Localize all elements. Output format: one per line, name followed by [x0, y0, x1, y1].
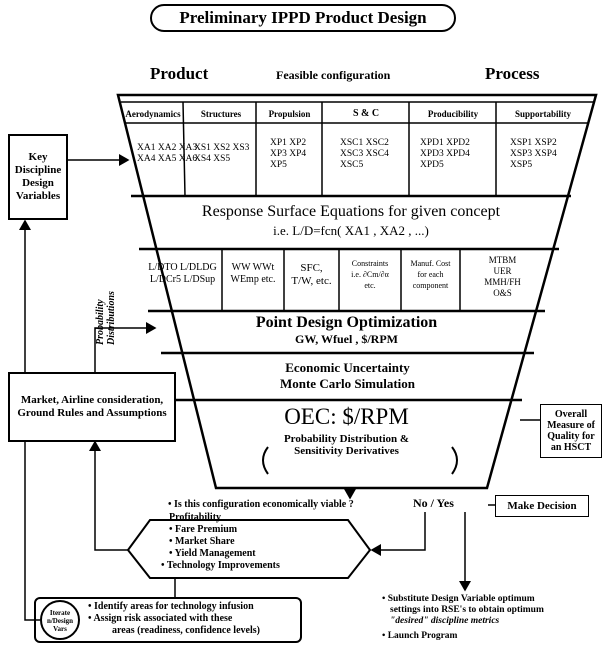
header-product: Product — [150, 64, 209, 83]
oec-title: OEC: $/RPM — [284, 404, 409, 429]
profitability-item: • Fare Premium — [169, 524, 238, 535]
discipline-supportability: Supportability — [514, 109, 572, 119]
make-decision-text: Make Decision — [507, 500, 577, 512]
substitute-line: settings into RSE's to obtain optimum — [390, 605, 544, 615]
economic-line2: Monte Carlo Simulation — [279, 376, 416, 391]
profitability-list: Profitability • Fare Premium • Market Sh… — [161, 512, 280, 572]
rse-band: Response Surface Equations for given con… — [131, 203, 571, 239]
substitute-line: • Substitute Design Variable optimum — [382, 594, 535, 604]
profitability-title: Profitability — [169, 512, 222, 523]
key-variables-text: Key Discipline Design Variables — [14, 151, 62, 202]
make-decision-box: Make Decision — [495, 495, 589, 517]
viability-question: • Is this configuration economically via… — [168, 499, 354, 510]
iterate-label: Iterate n/Design Vars — [46, 609, 74, 633]
discipline-s-and-c: S & C — [352, 108, 380, 119]
point-design-subtitle: GW, Wfuel , $/RPM — [294, 332, 398, 346]
rse-title: Response Surface Equations for given con… — [201, 203, 501, 220]
tech-infusion-item: • Assign risk associated with these — [88, 613, 233, 624]
economic-line1: Economic Uncertainty — [285, 360, 410, 375]
oec-line2: Sensitivity Derivatives — [294, 445, 399, 457]
tech-infusion-item: • Identify areas for technology infusion — [88, 601, 254, 612]
page-title-text: Preliminary IPPD Product Design — [179, 8, 427, 27]
economic-band: Economic Uncertainty Monte Carlo Simulat… — [161, 360, 534, 392]
no-yes-label: No / Yes — [413, 496, 454, 510]
profitability-item: • Market Share — [169, 536, 235, 547]
overall-measure-text: Overall Measure of Quality for an HSCT — [547, 409, 595, 453]
discipline-producibility: Producibility — [427, 109, 479, 119]
page-title: Preliminary IPPD Product Design — [150, 4, 456, 32]
point-design-title: Point Design Optimization — [255, 314, 438, 331]
point-design-band: Point Design Optimization GW, Wfuel , $/… — [148, 314, 545, 347]
tech-infusion-item: areas (readiness, confidence levels) — [112, 625, 260, 636]
discipline-structures: Structures — [200, 109, 242, 119]
market-assumptions-text: Market, Airline consideration, Ground Ru… — [17, 394, 167, 419]
metric-sfc: SFC,T/W, etc. — [291, 262, 332, 287]
profitability-item: • Yield Management — [169, 548, 256, 559]
profitability-item: • Technology Improvements — [161, 560, 280, 571]
iterate-circle — [40, 600, 80, 640]
funnel-outline — [116, 93, 598, 490]
market-assumptions-box: Market, Airline consideration, Ground Ru… — [8, 372, 176, 442]
key-variables-box: Key Discipline Design Variables — [8, 134, 68, 220]
tech-infusion-box — [34, 597, 302, 643]
substitute-line: "desired" discipline metrics — [390, 616, 500, 626]
launch-program: • Launch Program — [382, 631, 458, 641]
overall-measure-box: Overall Measure of Quality for an HSCT — [540, 404, 602, 458]
tech-infusion-list: • Identify areas for technology infusion… — [88, 601, 260, 637]
discipline-propulsion: Propulsion — [268, 109, 311, 119]
substitute-list: • Substitute Design Variable optimum set… — [382, 594, 544, 642]
header-feasible: Feasible configuration — [276, 68, 391, 82]
discipline-aerodynamics: Aerodynamics — [125, 109, 181, 119]
rse-subtitle: i.e. L/D=fcn( XA1 , XA2 , ...) — [273, 223, 429, 238]
oec-line1: Probability Distribution & — [283, 433, 410, 445]
probability-label: Probability Distributions — [95, 291, 117, 345]
header-process: Process — [485, 64, 540, 83]
oec-band: OEC: $/RPM Probability Distribution & Se… — [171, 404, 522, 457]
